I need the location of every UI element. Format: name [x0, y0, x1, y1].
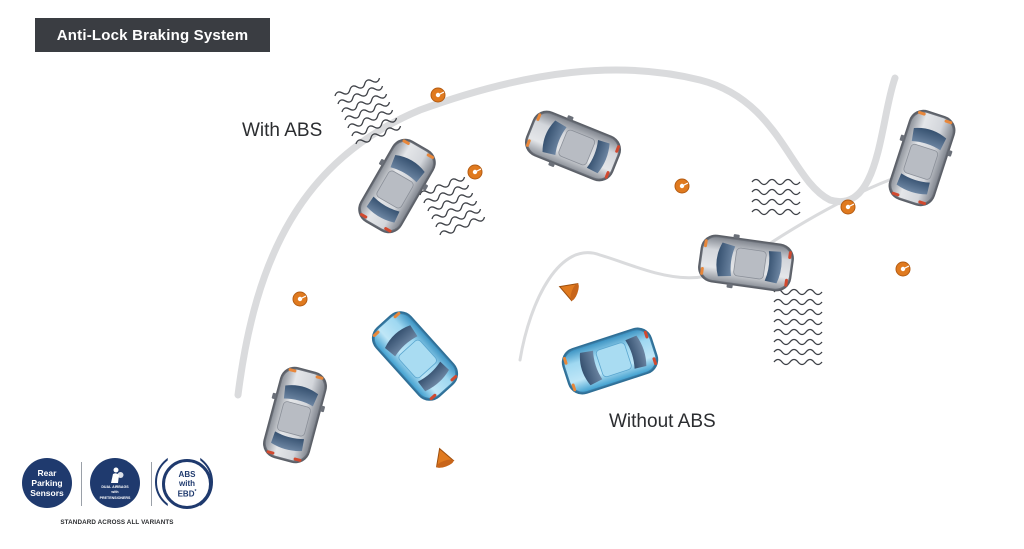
cone-icon: [467, 164, 483, 180]
badges-caption: STANDARD ACROSS ALL VARIANTS: [60, 519, 174, 526]
with-abs-label: With ABS: [242, 120, 323, 141]
rear-parking-sensors-badge: Rear Parking Sensors: [22, 458, 72, 508]
cone-icon: [292, 291, 308, 307]
car-no-abs-1: [365, 304, 465, 408]
cone-icon: [674, 178, 690, 194]
cone-icon: [430, 87, 446, 103]
dual-airbags-badge: DUAL AIRBAGS with PRETENSIONERS: [90, 458, 140, 508]
cone-icon: [435, 447, 455, 468]
car-abs-2: [349, 131, 445, 241]
car-abs-4: [695, 229, 797, 297]
car-abs-3: [518, 102, 628, 190]
airbag-icon: [111, 467, 124, 483]
cone-icon: [840, 199, 856, 215]
without-abs-label: Without ABS: [609, 411, 716, 432]
car-no-abs-2: [557, 323, 663, 399]
abs-with-ebd-badge: ABS with EBD*: [162, 459, 212, 509]
divider: [81, 462, 82, 506]
page-title: Anti-Lock Braking System: [35, 18, 270, 52]
car-abs-1: [256, 362, 334, 468]
road-lines: [234, 66, 922, 399]
feature-badges: Rear Parking Sensors DUAL AIRBAGS with P…: [22, 453, 213, 538]
cone-icon: [895, 261, 911, 277]
divider: [151, 462, 152, 506]
traffic-cones: [292, 87, 911, 468]
cone-icon: [558, 282, 579, 302]
car-abs-5: [881, 104, 963, 212]
